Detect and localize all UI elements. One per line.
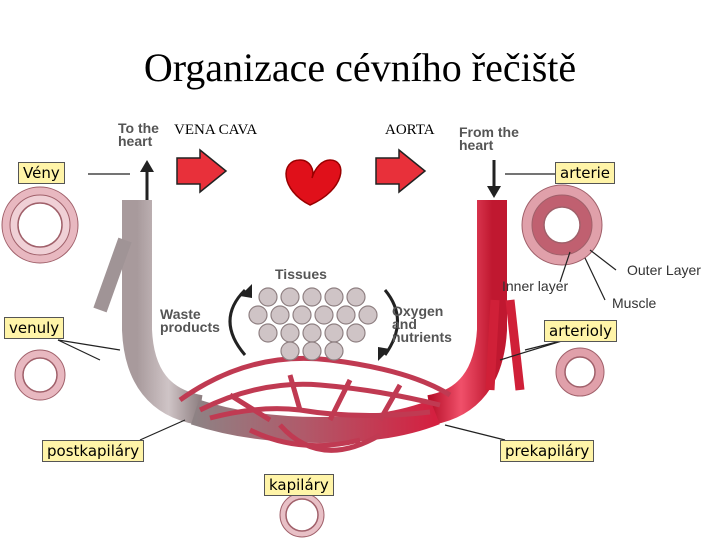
waste-products-label: Waste products [160,306,220,335]
to-heart-arrow [140,160,154,200]
to-heart-label: To the heart [118,120,159,149]
inner-layer-label: Inner layer [502,278,569,294]
venule-cross-section [14,349,66,401]
exchange-arrows [228,288,399,356]
artery-cross-section [521,184,603,266]
vein-cross-section [1,186,79,264]
veny-label: Vény [18,162,65,184]
prekapilary-label: prekapiláry [500,440,595,462]
aorta-arrow [375,148,427,194]
vein-trunk [122,200,204,425]
capillary-cross-section [279,492,325,538]
oxygen-nutrients-label: Oxygen and nutrients [392,303,452,345]
vena-cava-label: VENA CAVA [174,122,258,138]
bottom-vessel [190,399,440,444]
heart-icon [285,159,342,206]
muscle-label: Muscle [612,295,657,311]
leader-lines [57,173,617,441]
from-heart-label: From the heart [459,124,519,153]
tissue-cells [248,287,378,361]
venule-branch [93,237,132,313]
arteriole-branch-1 [485,299,500,391]
page-title: Organizace cévního řečiště [143,45,577,90]
arterie-label: arterie [555,162,616,184]
arterioly-label: arterioly [544,320,618,342]
vena-cava-arrow [176,148,228,194]
postkapilary-label: postkapiláry [42,440,145,462]
outer-layer-label: Outer Layer [627,262,701,278]
arteriole-cross-section [555,347,605,397]
capillary-network [178,355,452,453]
venuly-label: venuly [4,317,65,339]
tissues-label: Tissues [275,266,327,282]
arteriole-branch-2 [505,299,525,391]
from-heart-arrow [487,160,501,198]
kapilary-label: kapiláry [264,474,334,496]
aorta-label: AORTA [385,122,435,138]
